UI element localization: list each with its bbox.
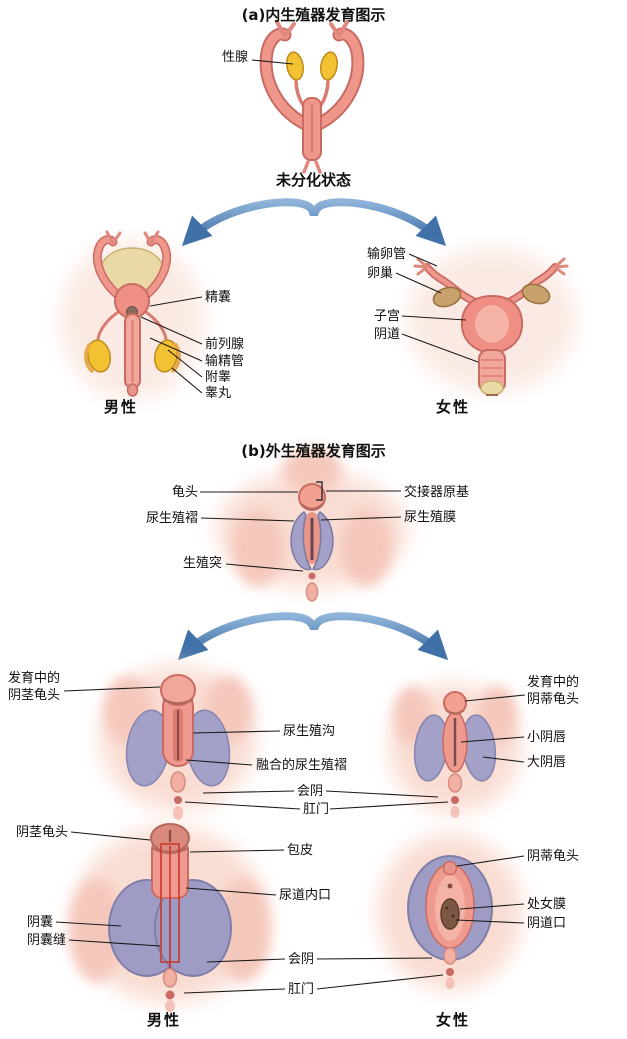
label-labia-majora: 大阴唇	[527, 755, 567, 770]
leader-line	[185, 887, 277, 896]
label-gonad: 性腺	[222, 50, 249, 65]
leader-line	[464, 694, 526, 702]
leader-line	[149, 337, 203, 362]
leader-line	[171, 367, 203, 394]
undifferentiated-external-illustration	[217, 448, 407, 602]
leader-line	[189, 849, 285, 853]
leader-line	[185, 759, 253, 766]
label-developing-glans-penis: 发育中的 阴茎龟头	[8, 671, 61, 703]
label-undifferentiated-state: 未分化状态	[275, 171, 351, 189]
label-fallopian-tube: 输卵管	[367, 247, 407, 262]
glans-clitoris-shape	[442, 860, 458, 876]
caption-female-external: 女性	[436, 1011, 471, 1029]
leader-line	[68, 939, 161, 947]
leader-line	[401, 333, 479, 363]
leader-line	[408, 253, 438, 267]
leader-line	[192, 730, 281, 734]
developing-female-external-illustration	[389, 684, 521, 818]
label-scrotal-raphe: 阴囊缝	[27, 933, 67, 948]
final-female-external-illustration	[378, 834, 522, 990]
branching-arrow-external	[177, 612, 449, 661]
label-foreskin: 包皮	[287, 843, 314, 858]
label-vas-deferens: 输精管	[205, 354, 245, 369]
label-glans-clitoris: 阴蒂龟头	[527, 849, 580, 864]
developing-male-external-illustration	[100, 666, 256, 820]
label-testis: 睾丸	[205, 386, 232, 401]
leader-line	[167, 349, 203, 378]
label-uterus: 子宫	[374, 309, 401, 324]
leader-line	[316, 957, 433, 960]
label-epididymis: 附睾	[205, 370, 232, 385]
leader-line	[329, 801, 449, 810]
final-male-external-illustration	[69, 823, 271, 1012]
testis-left-shape	[86, 339, 112, 373]
leader-line	[140, 316, 203, 345]
label-glans: 龟头	[172, 485, 199, 500]
label-scrotum: 阴囊	[27, 915, 54, 930]
section-b-title: (b)外生殖器发育图示	[241, 442, 386, 460]
label-urogenital-fold: 尿生殖褶	[146, 511, 199, 526]
caption-male-internal: 男性	[104, 398, 139, 416]
gonad-right-shape	[320, 51, 338, 81]
label-vagina: 阴道	[374, 327, 401, 342]
leader-line	[200, 517, 295, 522]
label-genital-tubercle: 生殖突	[183, 556, 223, 571]
label-urogenital-groove: 尿生殖沟	[283, 724, 336, 739]
label-perineum-final: 会阴	[288, 952, 315, 967]
leader-line	[55, 921, 122, 927]
label-vaginal-opening: 阴道口	[527, 916, 567, 931]
label-fused-urogenital-folds: 融合的尿生殖褶	[256, 758, 348, 773]
leader-line	[316, 974, 444, 990]
leader-line	[183, 988, 286, 994]
caption-female-internal: 女性	[436, 398, 471, 416]
leader-line	[482, 756, 525, 763]
label-prostate: 前列腺	[205, 337, 245, 352]
male-internal-illustration	[60, 230, 204, 400]
leader-line	[70, 831, 151, 841]
leader-line	[149, 296, 203, 307]
gonad-left-shape	[286, 51, 304, 81]
label-glans-penis: 阴茎龟头	[16, 825, 69, 840]
female-internal-illustration	[407, 248, 577, 396]
label-anus-mid: 肛门	[303, 802, 330, 817]
ovary-right-shape	[521, 283, 551, 305]
label-anus-final: 肛门	[288, 982, 315, 997]
leader-line	[202, 790, 295, 794]
label-copulatory-organ-primordium: 交接器原基	[404, 485, 470, 500]
leader-line	[395, 272, 442, 294]
leader-line	[456, 855, 525, 867]
leader-line	[251, 59, 294, 65]
label-urethral-opening: 尿道内口	[279, 888, 332, 903]
label-seminal-vesicle: 精囊	[205, 290, 232, 305]
label-labia-minora: 小阴唇	[527, 730, 567, 745]
leader-line	[455, 919, 525, 924]
label-ovary: 卵巢	[367, 266, 394, 281]
section-a-title: (a)内生殖器发育图示	[241, 6, 386, 24]
leader-line	[459, 903, 525, 910]
undifferentiated-internal-illustration	[259, 20, 365, 174]
branching-arrow-internal	[181, 198, 447, 247]
vaginal-opening-shape	[440, 898, 460, 930]
label-hymen: 处女膜	[527, 897, 567, 912]
label-urogenital-membrane: 尿生殖膜	[404, 510, 457, 525]
leader-line	[401, 315, 467, 321]
leader-line	[325, 790, 439, 798]
caption-male-external: 男性	[147, 1011, 182, 1029]
label-perineum-mid: 会阴	[297, 784, 324, 799]
leader-line	[320, 516, 402, 521]
leader-line	[63, 686, 161, 692]
leader-line	[460, 736, 525, 743]
leader-line	[206, 958, 286, 963]
leader-line	[225, 563, 304, 572]
glans-bracket	[316, 481, 323, 501]
leader-line	[184, 801, 301, 810]
leader-lines	[55, 59, 526, 994]
label-developing-glans-clitoris: 发育中的 阴蒂龟头	[527, 675, 580, 707]
